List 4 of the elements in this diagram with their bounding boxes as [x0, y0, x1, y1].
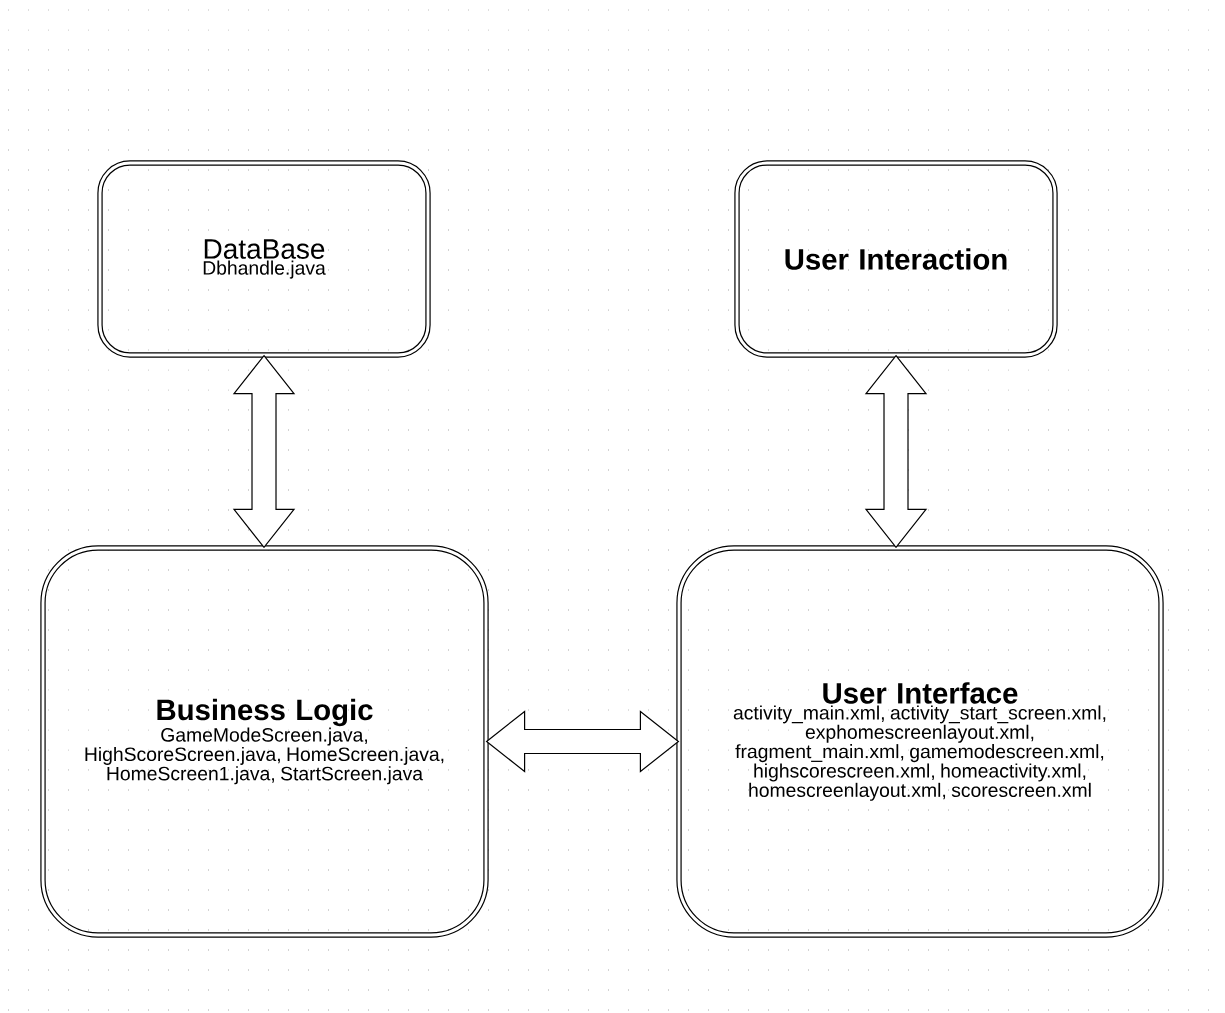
rounded-box: DataBase Dbhandle.java	[97, 160, 431, 358]
rounded-box: Business Logic GameModeScreen.java, HighScoreScreen.java, HomeScreen.java, HomeScreen1.java, StartScreen.java	[40, 545, 489, 938]
rounded-box: User Interface activity_main.xml, activity_start_screen.xml, exphomescreenlayout.xml, fragment_main.xml, gamemodescreen.xml, highscorescreen.xml, homeactivity.xml, homescreenlayout.xml, scorescreen.xml	[676, 545, 1164, 938]
rounded-box: User Interaction	[734, 160, 1058, 358]
